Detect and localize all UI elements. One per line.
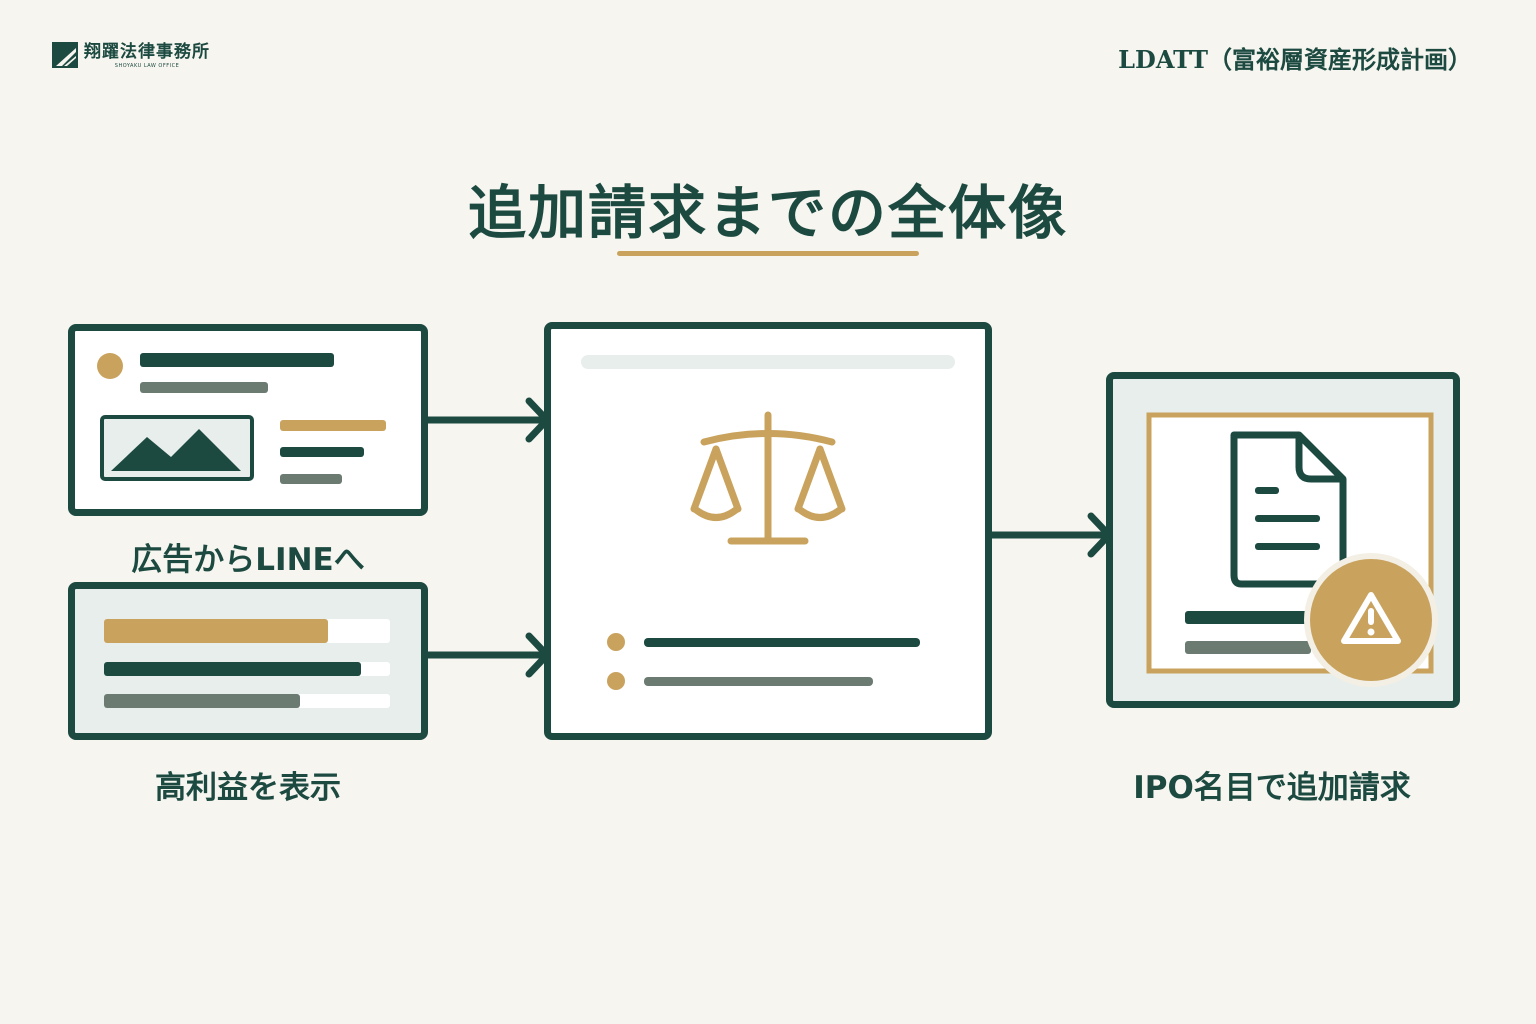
program-title: LDATT（富裕層資産形成計画） (1118, 45, 1472, 74)
ad-card (68, 324, 428, 516)
logo-mark-icon (52, 42, 78, 68)
logo-name: 翔躍法律事務所 (84, 42, 210, 62)
profit-bars-icon (104, 619, 390, 708)
ad-layout-icon (97, 353, 386, 484)
center-card (544, 322, 992, 740)
step-caption-document: IPO名目で追加請求 (1133, 770, 1411, 806)
scales-of-justice-icon (690, 411, 846, 545)
logo-subtitle: SHOYAKU LAW OFFICE (114, 63, 180, 69)
profit-card (68, 582, 428, 740)
step-caption-ad: 広告からLINEへ (131, 542, 365, 578)
title-underline (617, 251, 919, 256)
document-warning-icon (1146, 412, 1438, 687)
logo: 翔躍法律事務所 SHOYAKU LAW OFFICE (52, 42, 210, 69)
step-caption-profit: 高利益を表示 (155, 770, 341, 806)
page-title: 追加請求までの全体像 (467, 179, 1068, 247)
arrow-center-to-document (986, 512, 1113, 558)
center-content (581, 355, 955, 690)
arrow-ad-to-center (422, 397, 551, 443)
document-card (1106, 372, 1460, 708)
arrow-profit-to-center (422, 632, 551, 678)
